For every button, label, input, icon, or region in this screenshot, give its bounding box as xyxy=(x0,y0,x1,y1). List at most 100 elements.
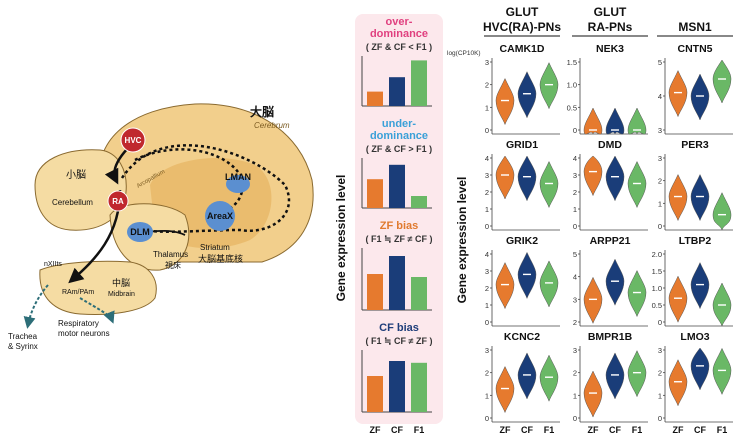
violin-tick-label: 1 xyxy=(485,205,489,214)
violin-tick-label: 3 xyxy=(658,346,662,355)
panel-formula: ( ZF & CF < F1 ) xyxy=(366,42,432,52)
panel-bar xyxy=(367,91,383,106)
violin-tick-label: 4 xyxy=(573,154,577,163)
thalamus-label: Thalamus xyxy=(153,250,188,259)
nucleus-hvc xyxy=(120,127,146,153)
panel-bar xyxy=(389,256,405,310)
violin-tick-label: 1 xyxy=(573,205,577,214)
violin-shape xyxy=(627,350,647,398)
violin-shape xyxy=(712,192,732,231)
violin-tick-label: 2 xyxy=(485,81,489,90)
violin-tick-label: 5 xyxy=(658,58,662,67)
panel-formula: ( ZF & CF > F1 ) xyxy=(366,144,432,154)
violin-tick-label: 0 xyxy=(573,222,577,231)
violin-shape xyxy=(517,71,537,119)
gene-name: ARPP21 xyxy=(590,235,631,247)
violin-tick-label: 3 xyxy=(573,295,577,304)
violin-shape xyxy=(495,261,515,310)
panel-title: CF bias xyxy=(379,322,419,334)
violin-tick-label: 4 xyxy=(658,92,662,101)
cerebellum-label: Cerebellum xyxy=(52,198,93,207)
violin-tick-label: 4 xyxy=(573,273,577,282)
violin-grid: GLUTHVC(RA)-PNsCAMK1D3210GRID143210GRIK2… xyxy=(483,5,733,435)
hvc-ra-pathway xyxy=(104,147,129,185)
trachea-label-2: & Syrinx xyxy=(8,342,38,351)
violin-shape xyxy=(712,347,732,396)
violin-tick-label: 0 xyxy=(658,414,662,423)
gene-name: PER3 xyxy=(681,139,709,151)
violin-shape xyxy=(690,261,710,310)
violin-tick-label: 0.5 xyxy=(567,103,577,112)
violin-shape xyxy=(539,354,559,402)
violin-shape xyxy=(517,352,537,400)
ram-pam-label: RAm/PAm xyxy=(62,289,94,296)
violin-shape xyxy=(539,62,559,110)
gene-name: KCNC2 xyxy=(504,331,540,343)
violin-tick-label: 1.0 xyxy=(652,284,662,293)
gene-name: CNTN5 xyxy=(677,43,712,55)
violin-tick-label: 1 xyxy=(485,103,489,112)
violin-shape xyxy=(539,160,559,209)
violin-tick-label: 3 xyxy=(658,154,662,163)
violin-x-label: ZF xyxy=(500,425,511,435)
violins-unit-label: log(CP10K) xyxy=(447,50,481,57)
panel-bar xyxy=(389,164,405,208)
nxiits-label: nXIIts xyxy=(44,261,62,268)
panel-formula: ( F1 ≒ CF ≠ ZF ) xyxy=(366,336,433,346)
violin-shape xyxy=(605,107,625,135)
violin-column-header: GLUT xyxy=(506,5,539,19)
violin-tick-label: 1 xyxy=(573,391,577,400)
gene-name: NEK3 xyxy=(596,43,624,55)
basal-ganglia-jp-label: 大脳基底核 xyxy=(198,253,243,264)
respiratory-label-1: Respiratory xyxy=(58,319,99,328)
nucleus-dlm xyxy=(127,222,153,242)
violin-tick-label: 1 xyxy=(658,391,662,400)
anterior-pathway-inner xyxy=(134,148,244,220)
violin-x-label: ZF xyxy=(588,425,599,435)
violin-shape xyxy=(627,107,647,135)
violin-tick-label: 2 xyxy=(658,369,662,378)
nucleus-areax xyxy=(205,201,235,231)
violin-tick-label: 2.0 xyxy=(652,250,662,259)
panel-bar xyxy=(411,60,427,106)
nucleus-ra xyxy=(107,190,129,212)
violin-shape xyxy=(495,77,515,126)
violin-column-subheader: MSN1 xyxy=(678,20,712,34)
violin-tick-label: 0 xyxy=(658,222,662,231)
panel-bar xyxy=(389,77,405,106)
panel-bar xyxy=(367,376,383,412)
panel-title-2: dominance xyxy=(370,130,428,142)
violin-tick-label: 3 xyxy=(573,346,577,355)
panel-x-label: CF xyxy=(391,425,403,435)
nucleus-lman xyxy=(226,175,250,193)
violin-shape xyxy=(517,155,537,202)
violin-tick-label: 0 xyxy=(573,126,577,135)
violin-tick-label: 0 xyxy=(658,318,662,327)
nucleus-hvc-label: HVC xyxy=(125,136,142,145)
violin-shape xyxy=(605,155,625,202)
violin-tick-label: 1.5 xyxy=(652,267,662,276)
violin-tick-label: 4 xyxy=(485,250,489,259)
gene-name: LTBP2 xyxy=(679,235,712,247)
violin-tick-label: 5 xyxy=(573,250,577,259)
nucleus-areax-label: AreaX xyxy=(207,211,233,221)
violin-tick-label: 2 xyxy=(485,284,489,293)
violin-tick-label: 3 xyxy=(485,171,489,180)
violins-ylabel: Gene expression level xyxy=(455,177,469,304)
trachea-label-1: Trachea xyxy=(8,332,38,341)
violin-shape xyxy=(539,260,559,308)
violin-shape xyxy=(712,59,732,104)
panel-bar xyxy=(411,277,427,310)
panel-x-label: F1 xyxy=(414,425,425,435)
gene-name: GRIK2 xyxy=(506,235,538,247)
panel-title: ZF bias xyxy=(380,220,419,232)
violin-shape xyxy=(495,365,515,414)
violin-x-label: CF xyxy=(521,425,533,435)
panel-bar xyxy=(389,361,405,412)
violin-x-label: F1 xyxy=(632,425,643,435)
violin-tick-label: 3 xyxy=(658,126,662,135)
respiratory-arrow xyxy=(79,297,115,324)
violin-x-label: ZF xyxy=(673,425,684,435)
panel-title: over- xyxy=(386,16,413,28)
violin-tick-label: 0 xyxy=(485,414,489,423)
